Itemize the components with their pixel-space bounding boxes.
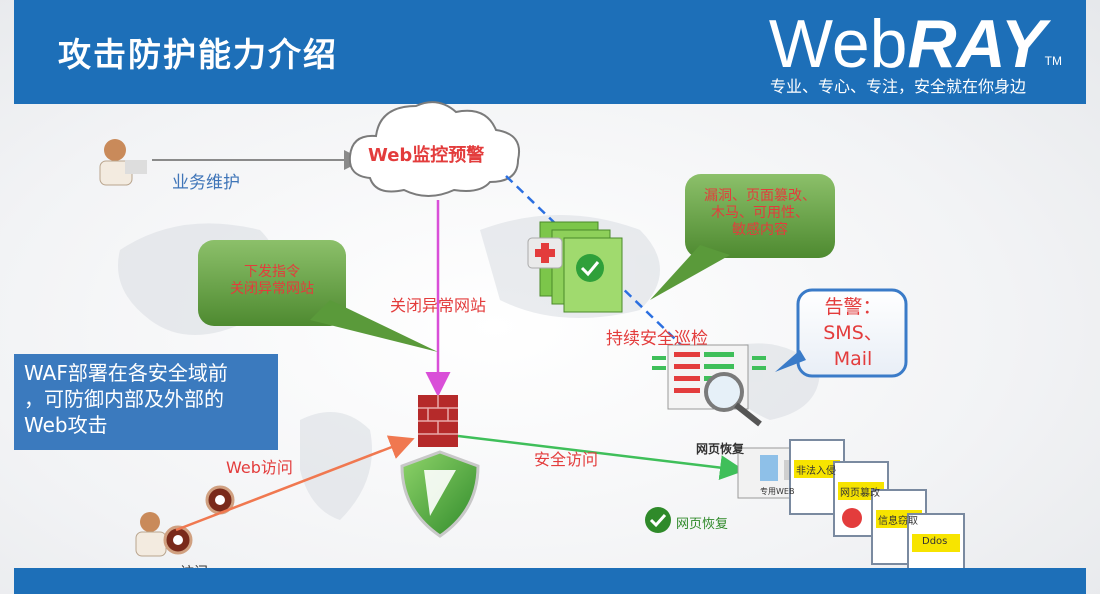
command-line-1: 下发指令 (244, 264, 300, 280)
web-access-label: Web访问 (226, 458, 293, 477)
business-label: 业务维护 (172, 173, 240, 193)
brand-logo: WebRAY (769, 10, 1046, 78)
brand-prefix: Web (768, 6, 908, 82)
waf-line-1: WAF部署在各安全域前 (24, 361, 228, 385)
server-label: 专用WEB (760, 487, 795, 496)
maintenance-user-icon (99, 139, 147, 186)
waf-line-3: Web攻击 (24, 413, 108, 437)
brand-slogan: 专业、专心、专注，安全就在你身边 (769, 77, 1026, 96)
page-restore-server-label: 网页恢复 (696, 442, 745, 456)
brand-suffix: RAY (907, 6, 1046, 82)
waf-line-2: ，可防御内部及外部的 (24, 387, 224, 411)
command-bubble-text: 下发指令 关闭异常网站 (202, 264, 342, 298)
page-tag-theft: 信息窃取 (878, 516, 918, 527)
trademark: TM (1044, 54, 1062, 68)
page-tag-intrusion: 非法入侵 (796, 466, 836, 477)
firewall-icon (418, 395, 458, 447)
command-bubble (198, 240, 438, 352)
cloud-label: Web监控预警 (368, 145, 485, 166)
web-access-arrow (175, 435, 415, 532)
alert-line-3: Mail (833, 348, 873, 370)
secure-access-label: 安全访问 (534, 450, 599, 469)
vuln-line-3: 敏感内容 (732, 222, 788, 238)
header-bar: 攻击防护能力介绍 WebRAY TM 专业、专心、专注，安全就在你身边 (14, 0, 1086, 104)
scanner-magnifier-icon (652, 344, 766, 427)
monitoring-cloud (348, 101, 520, 197)
waf-deployment-note: WAF部署在各安全域前 ，可防御内部及外部的 Web攻击 (14, 354, 278, 450)
page-tag-tamper: 网页篡改 (840, 488, 880, 499)
waf-shield-icon (400, 450, 480, 538)
vuln-bubble-text: 漏洞、页面篡改、 木马、可用性、 敏感内容 (688, 188, 832, 239)
page-title: 攻击防护能力介绍 (58, 35, 338, 74)
command-line-2: 关闭异常网站 (230, 281, 314, 297)
vuln-line-1: 漏洞、页面篡改、 (704, 188, 816, 204)
vuln-line-2: 木马、可用性、 (711, 205, 809, 221)
report-documents-icon (527, 221, 623, 313)
page-restore-check-icon (645, 507, 671, 533)
alert-text: 告警： SMS、 Mail (808, 294, 898, 372)
alert-line-2: SMS、 (823, 322, 883, 344)
patrol-label: 持续安全巡检 (606, 329, 708, 349)
footer-bar (14, 568, 1086, 594)
page-tag-ddos: Ddos (922, 536, 948, 547)
vulnerability-bubble (650, 174, 835, 300)
close-site-label: 关闭异常网站 (390, 296, 487, 315)
alert-callout (775, 288, 908, 378)
visitor-icon (135, 512, 193, 557)
secure-access-arrow (457, 434, 745, 481)
alert-line-1: 告警： (824, 296, 882, 318)
page-restore-label: 网页恢复 (676, 517, 729, 532)
